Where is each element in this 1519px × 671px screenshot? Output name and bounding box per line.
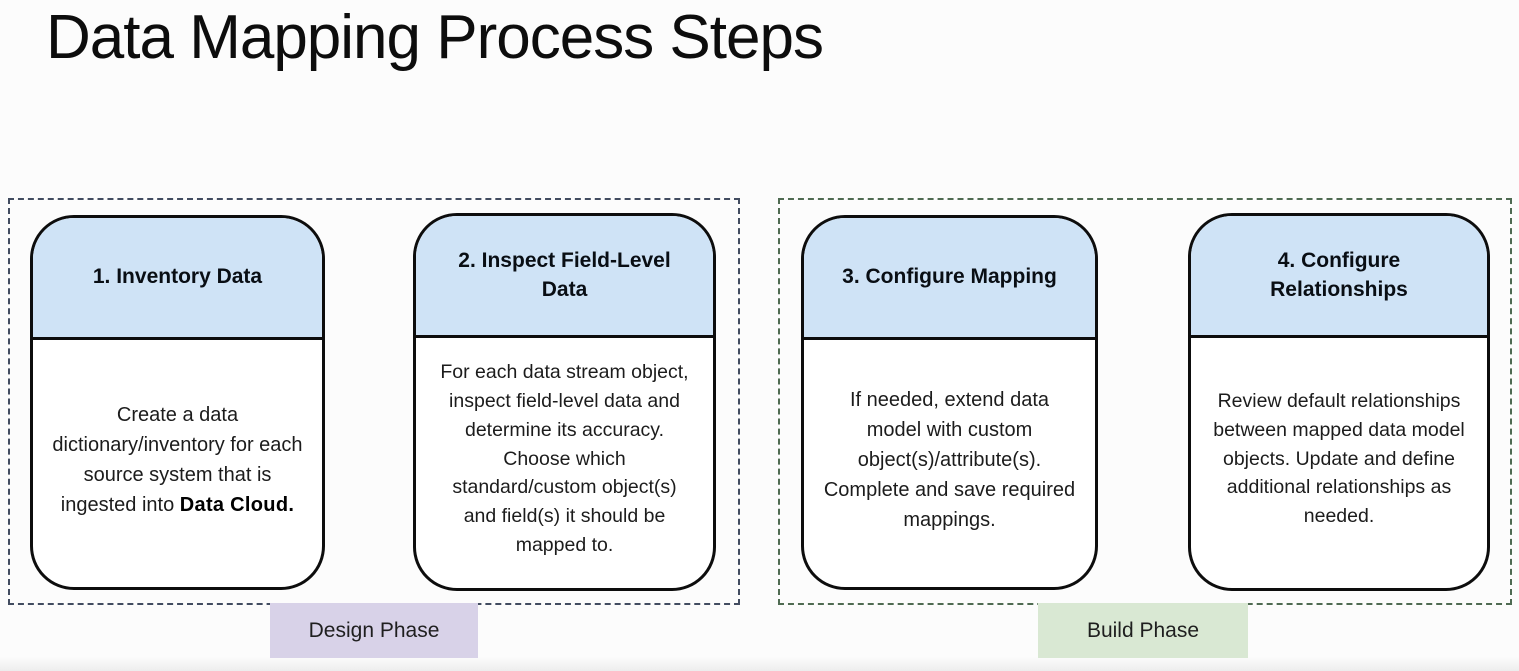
step-card-description-text: If needed, extend data model with custom…: [823, 388, 1076, 531]
step-card-description-emphasis: Data Cloud.: [179, 493, 295, 516]
step-card-description: If needed, extend data model with custom…: [804, 340, 1095, 587]
step-card-inspect-field-level-data: 2. Inspect Field-Level Data For each dat…: [413, 213, 716, 591]
step-card-inventory-data: 1. Inventory Data Create a data dictiona…: [30, 215, 325, 590]
step-card-description: Create a data dictionary/inventory for e…: [33, 340, 322, 587]
step-card-title: 4. Configure Relationships: [1191, 216, 1487, 338]
step-card-description-text: Review default relationships between map…: [1213, 389, 1465, 528]
step-card-configure-mapping: 3. Configure Mapping If needed, extend d…: [801, 215, 1098, 590]
step-card-title: 1. Inventory Data: [33, 218, 322, 340]
slide-bottom-edge: [0, 657, 1519, 671]
step-card-description-text: Create a data dictionary/inventory for e…: [52, 403, 303, 516]
build-phase-label: Build Phase: [1038, 603, 1248, 658]
page-title: Data Mapping Process Steps: [46, 3, 824, 72]
design-phase-label: Design Phase: [270, 603, 478, 658]
step-card-description: For each data stream object, inspect fie…: [416, 338, 713, 588]
step-card-configure-relationships: 4. Configure Relationships Review defaul…: [1188, 213, 1490, 591]
step-card-description: Review default relationships between map…: [1191, 338, 1487, 588]
step-card-description-text: For each data stream object, inspect fie…: [440, 360, 689, 557]
step-card-title: 3. Configure Mapping: [804, 218, 1095, 340]
step-card-title: 2. Inspect Field-Level Data: [416, 216, 713, 338]
